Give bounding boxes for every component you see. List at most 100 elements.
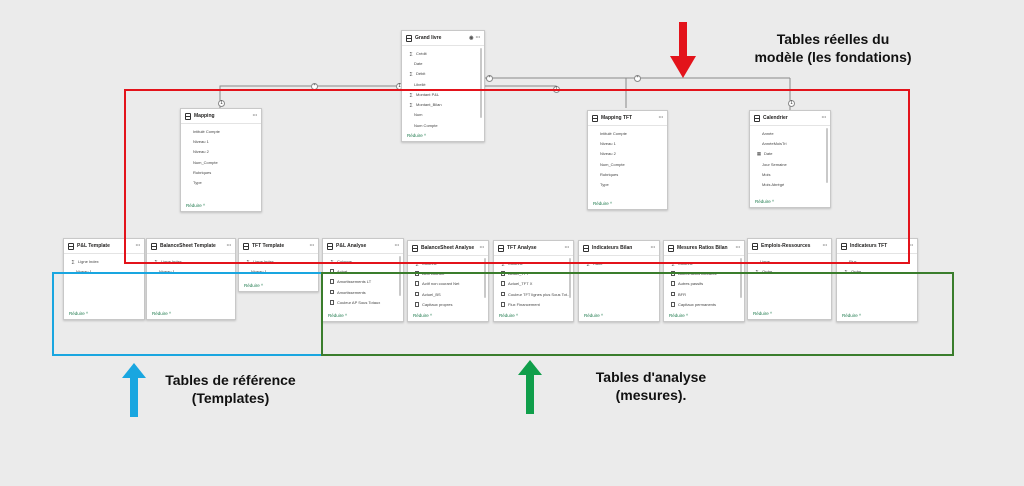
more-options-icon[interactable]: ··· bbox=[394, 243, 400, 249]
field-row[interactable]: AnnéeMoisTri bbox=[750, 138, 830, 148]
eye-icon[interactable]: ◉ bbox=[469, 35, 474, 41]
reduce-link[interactable]: Réduire ^ bbox=[753, 311, 773, 316]
reduce-link[interactable]: Réduire ^ bbox=[152, 311, 172, 316]
field-row[interactable]: ∑Ordre bbox=[837, 266, 917, 276]
field-row[interactable]: ∑Ordre bbox=[748, 266, 831, 276]
field-row[interactable]: Achat bbox=[323, 266, 403, 276]
field-row[interactable]: Niveau 1 bbox=[181, 136, 261, 146]
field-row[interactable]: Jour Semaine bbox=[750, 159, 830, 169]
field-row[interactable]: ∑Colonne bbox=[494, 258, 573, 268]
field-row[interactable]: Niveau 2 bbox=[181, 147, 261, 157]
field-row[interactable]: Amortissements LT bbox=[323, 277, 403, 287]
more-options-icon[interactable]: ··· bbox=[650, 245, 656, 251]
field-row[interactable]: Rubriques bbox=[588, 169, 667, 179]
field-row[interactable]: Capitaux propres bbox=[408, 299, 488, 309]
field-row[interactable]: Type bbox=[588, 179, 667, 189]
field-row[interactable]: Intitulé Compte bbox=[181, 126, 261, 136]
field-row[interactable]: ∑Colonne bbox=[664, 258, 744, 268]
field-row[interactable]: Num_Compte bbox=[181, 157, 261, 167]
field-row[interactable]: Actif courant bbox=[408, 268, 488, 278]
field-row[interactable]: Niveau 1 bbox=[239, 266, 318, 276]
more-options-icon[interactable]: ··· bbox=[908, 243, 914, 249]
field-row[interactable]: ∑Colonne bbox=[408, 258, 488, 268]
table-card-indicateurs-bilan[interactable]: Indicateurs Bilan ··· ∑Ratio Réduire ^ bbox=[578, 240, 660, 322]
more-options-icon[interactable]: ··· bbox=[658, 115, 664, 121]
field-row[interactable]: Niveau 1 bbox=[64, 266, 144, 276]
more-options-icon[interactable]: ··· bbox=[564, 245, 570, 251]
scrollbar[interactable] bbox=[826, 128, 828, 183]
scrollbar[interactable] bbox=[399, 256, 401, 296]
reduce-link[interactable]: Réduire ^ bbox=[69, 311, 89, 316]
field-row[interactable]: Couleur TFT lignes plus Sous Tot... bbox=[494, 289, 573, 299]
field-row[interactable]: Num_Compte bbox=[588, 159, 667, 169]
field-row[interactable]: ∑Colonne bbox=[323, 256, 403, 266]
field-row[interactable]: Num bbox=[402, 110, 484, 120]
field-row[interactable]: Libellé bbox=[402, 79, 484, 89]
table-card-indicateurs-tft[interactable]: Indicateurs TFT ··· Flux∑Ordre Réduire ^ bbox=[836, 238, 918, 322]
field-row[interactable]: Flux Financement bbox=[494, 299, 573, 309]
reduce-link[interactable]: Réduire ^ bbox=[584, 313, 604, 318]
scrollbar[interactable] bbox=[480, 48, 482, 118]
more-options-icon[interactable]: ··· bbox=[252, 113, 258, 119]
reduce-link[interactable]: Réduire ^ bbox=[186, 203, 206, 208]
more-options-icon[interactable]: ··· bbox=[479, 245, 485, 251]
field-row[interactable]: ∑Ratio bbox=[579, 258, 659, 268]
field-row[interactable]: Niveau 1 bbox=[588, 138, 667, 148]
field-row[interactable]: Flux bbox=[837, 256, 917, 266]
field-row[interactable]: Actif non courant Net bbox=[408, 279, 488, 289]
field-row[interactable]: ∑Montant_Bilan bbox=[402, 99, 484, 109]
reduce-link[interactable]: Réduire ^ bbox=[328, 313, 348, 318]
field-row[interactable]: Actuel_BS bbox=[408, 289, 488, 299]
field-row[interactable]: ∑Ligne Index bbox=[64, 256, 144, 266]
field-row[interactable]: Autres passifs bbox=[664, 279, 744, 289]
scrollbar[interactable] bbox=[740, 258, 742, 298]
more-options-icon[interactable]: ··· bbox=[735, 245, 741, 251]
field-row[interactable]: Mois bbox=[750, 169, 830, 179]
field-row[interactable]: Mois Abrégé bbox=[750, 179, 830, 189]
field-row[interactable]: Intitulé Compte bbox=[588, 128, 667, 138]
more-options-icon[interactable]: ··· bbox=[821, 115, 827, 121]
reduce-link[interactable]: Réduire ^ bbox=[244, 283, 264, 288]
field-row[interactable]: BFR bbox=[664, 289, 744, 299]
reduce-link[interactable]: Réduire ^ bbox=[407, 133, 427, 138]
field-row[interactable]: Rubriques bbox=[181, 167, 261, 177]
more-options-icon[interactable]: ··· bbox=[309, 243, 315, 249]
field-row[interactable]: Niveau 1 bbox=[147, 266, 235, 276]
more-options-icon[interactable]: ··· bbox=[226, 243, 232, 249]
field-row[interactable]: ▦Date bbox=[750, 149, 830, 159]
field-row[interactable]: Type bbox=[181, 177, 261, 187]
field-row[interactable]: Date bbox=[402, 58, 484, 68]
reduce-link[interactable]: Réduire ^ bbox=[669, 313, 689, 318]
field-row[interactable]: Niveau 2 bbox=[588, 149, 667, 159]
field-row[interactable]: ∑Ligne Index bbox=[147, 256, 235, 266]
field-row[interactable]: Autres actifs courants bbox=[664, 268, 744, 278]
table-card-emplois-ressources[interactable]: Emplois-Ressources ··· Ligne∑Ordre Rédui… bbox=[747, 238, 832, 320]
field-row[interactable]: Ligne bbox=[748, 256, 831, 266]
more-options-icon[interactable]: ··· bbox=[135, 243, 141, 249]
field-row[interactable]: ∑Débit bbox=[402, 69, 484, 79]
more-options-icon[interactable]: ··· bbox=[475, 35, 481, 41]
field-row[interactable]: ∑Montant P&L bbox=[402, 89, 484, 99]
reduce-link[interactable]: Réduire ^ bbox=[842, 313, 862, 318]
field-row[interactable]: Num Compte bbox=[402, 120, 484, 130]
field-row[interactable]: Amortissements bbox=[323, 287, 403, 297]
scrollbar[interactable] bbox=[484, 258, 486, 298]
field-row[interactable]: ∑Crédit bbox=[402, 48, 484, 58]
field-row[interactable]: Couleur AP Sous Totaux bbox=[323, 297, 403, 307]
field-row[interactable]: ∑Ligne Index bbox=[239, 256, 318, 266]
field-row[interactable]: Actuel_TFT bbox=[494, 268, 573, 278]
field-row[interactable]: Capitaux permanents bbox=[664, 299, 744, 309]
reduce-link[interactable]: Réduire ^ bbox=[499, 313, 519, 318]
reduce-link[interactable]: Réduire ^ bbox=[413, 313, 433, 318]
reduce-link[interactable]: Réduire ^ bbox=[755, 199, 775, 204]
